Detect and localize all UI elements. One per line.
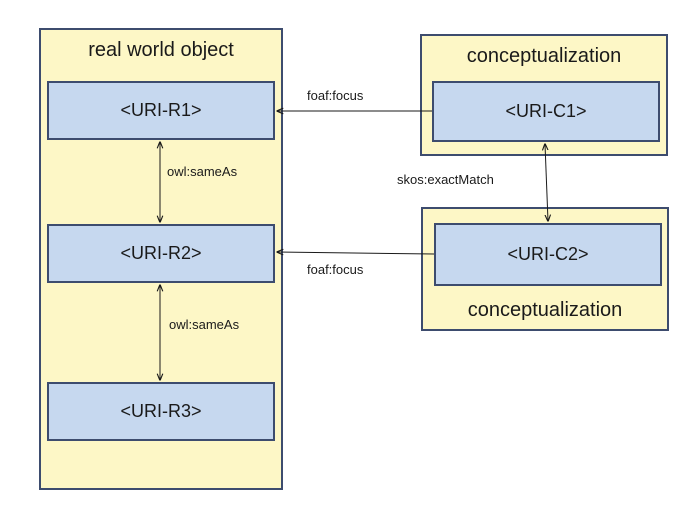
label-focus-top: foaf:focus [307,88,364,103]
edge-focus-c2-r2 [277,252,435,254]
node-uri-r3: <URI-R3> [47,382,275,441]
label-sameas-bottom: owl:sameAs [169,317,240,332]
edge-exactmatch-c1-c2 [545,144,548,221]
label-sameas-top: owl:sameAs [167,164,238,179]
panel-title-conceptualization-top: conceptualization [466,45,622,67]
panel-title-conceptualization-bottom: conceptualization [467,299,623,321]
panel-title-real-world-object: real world object [88,39,234,61]
label-exact-match: skos:exactMatch [397,172,494,187]
node-uri-c2: <URI-C2> [434,223,662,286]
node-uri-r1: <URI-R1> [47,81,275,140]
node-uri-r2: <URI-R2> [47,224,275,283]
node-uri-c1: <URI-C1> [432,81,660,142]
label-focus-bottom: foaf:focus [307,262,364,277]
